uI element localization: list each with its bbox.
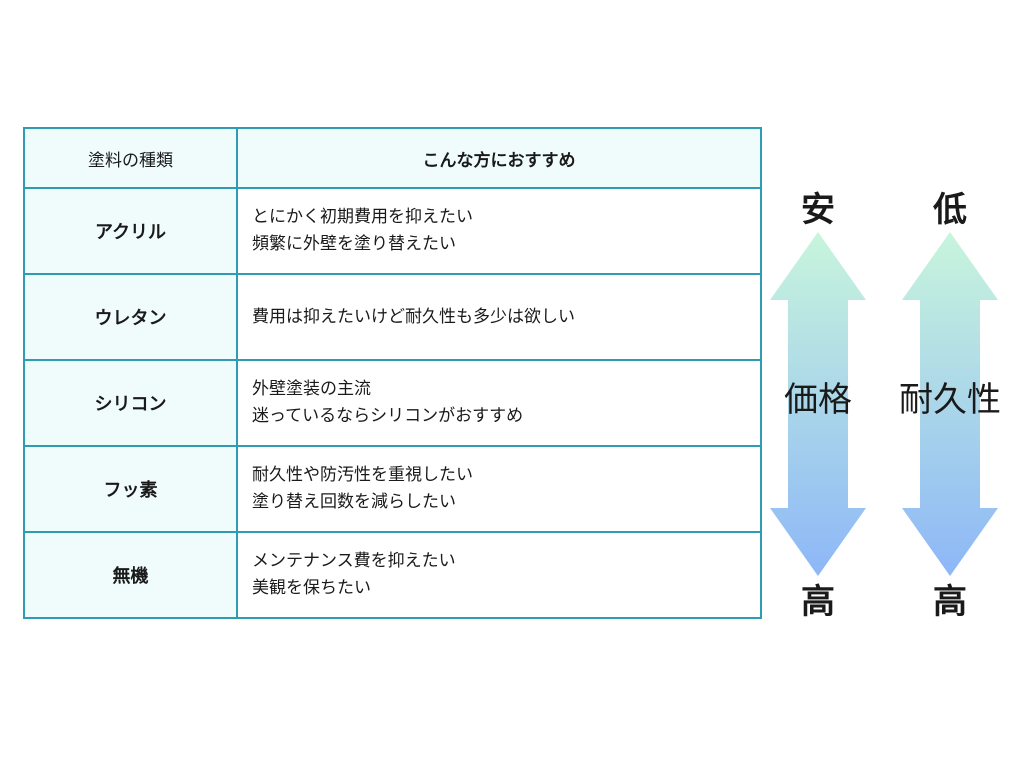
recommendation-line: 迷っているならシリコンがおすすめ [252,406,524,426]
recommendation-cell: 耐久性や防汚性を重視したい 塗り替え回数を減らしたい [236,445,762,533]
durability-double-arrow-icon [902,232,998,576]
price-axis-label: 価格 [784,380,852,420]
table-row: アクリル とにかく初期費用を抑えたい 頻繁に外壁を塗り替えたい [23,187,762,275]
header-recommendation: こんな方におすすめ [236,127,762,189]
paint-type-cell: アクリル [23,187,238,275]
durability-high-label: 高 [933,582,967,622]
table-row: ウレタン 費用は抑えたいけど耐久性も多少は欲しい [23,273,762,361]
paint-type-cell: シリコン [23,359,238,447]
recommendation-line: 塗り替え回数を減らしたい [252,492,456,512]
recommendation-cell: 費用は抑えたいけど耐久性も多少は欲しい [236,273,762,361]
recommendation-cell: 外壁塗装の主流 迷っているならシリコンがおすすめ [236,359,762,447]
paint-comparison-table: 塗料の種類 こんな方におすすめ アクリル とにかく初期費用を抑えたい 頻繁に外壁… [23,127,762,619]
table-row: シリコン 外壁塗装の主流 迷っているならシリコンがおすすめ [23,359,762,447]
recommendation-cell: とにかく初期費用を抑えたい 頻繁に外壁を塗り替えたい [236,187,762,275]
recommendation-line: 費用は抑えたいけど耐久性も多少は欲しい [252,306,575,327]
recommendation-line: 外壁塗装の主流 [252,379,371,399]
recommendation-line: 美観を保ちたい [252,578,371,598]
price-double-arrow-icon [770,232,866,576]
table-header-row: 塗料の種類 こんな方におすすめ [23,127,762,189]
recommendation-cell: メンテナンス費を抑えたい 美観を保ちたい [236,531,762,619]
durability-axis-label: 耐久性 [899,380,1001,420]
recommendation-line: 耐久性や防汚性を重視したい [252,465,473,485]
recommendation-line: とにかく初期費用を抑えたい [252,207,473,227]
price-low-label: 安 [801,190,835,230]
recommendation-line: 頻繁に外壁を塗り替えたい [252,234,456,254]
header-paint-type: 塗料の種類 [23,127,238,189]
recommendation-line: メンテナンス費を抑えたい [252,551,456,571]
scale-arrows [770,232,998,576]
durability-low-label: 低 [933,190,967,230]
price-high-label: 高 [801,582,835,622]
table-row: 無機 メンテナンス費を抑えたい 美観を保ちたい [23,531,762,619]
paint-type-cell: 無機 [23,531,238,619]
paint-type-cell: ウレタン [23,273,238,361]
paint-type-cell: フッ素 [23,445,238,533]
table-row: フッ素 耐久性や防汚性を重視したい 塗り替え回数を減らしたい [23,445,762,533]
